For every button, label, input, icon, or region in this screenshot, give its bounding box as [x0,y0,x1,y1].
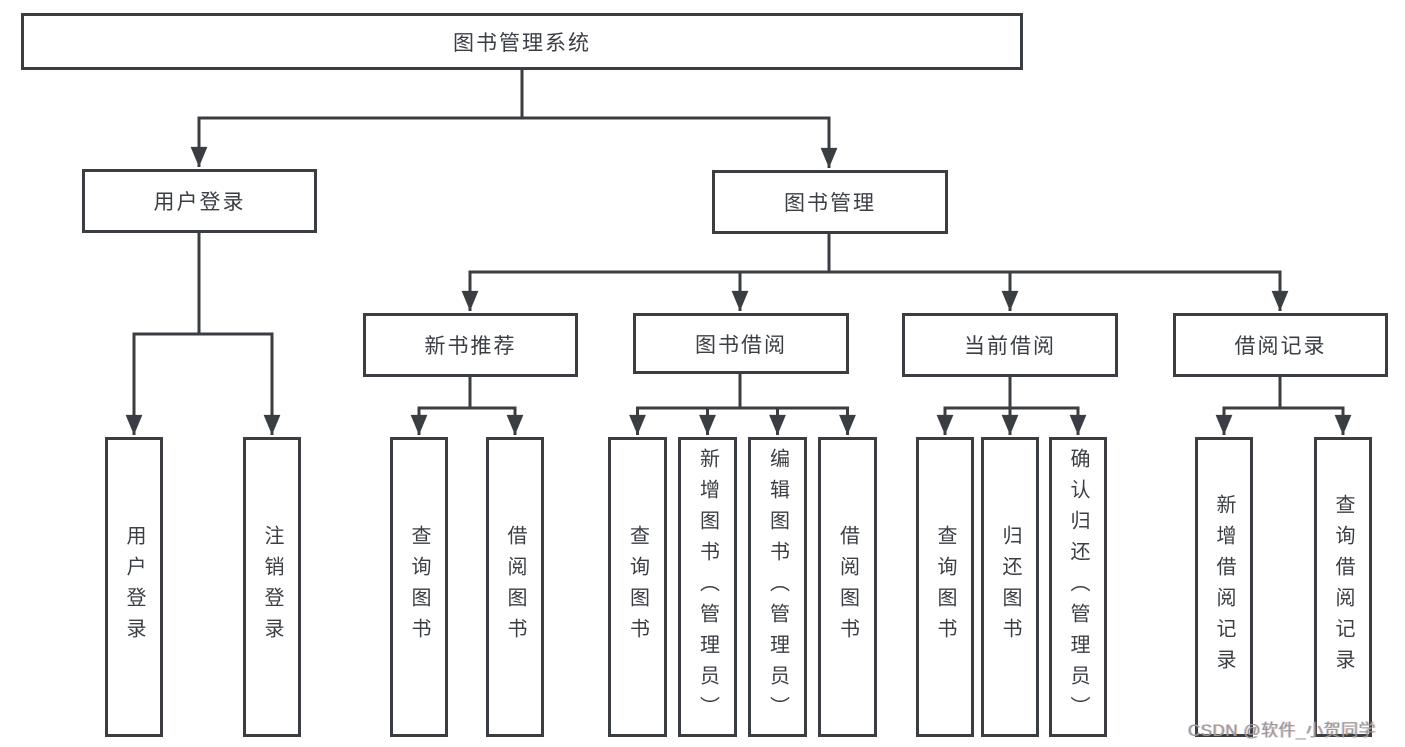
leaf-user-login: 用户登录 [105,437,163,737]
node-library-system-label: 图书管理系统 [453,31,591,55]
leaf-current-query-books-label: 查询图书 [934,525,956,649]
node-book-management-label: 图书管理 [784,192,876,215]
leaf-borrow-edit-books-admin-label: 编辑图书（管理员） [766,447,789,727]
leaf-logout-login: 注销登录 [243,437,301,737]
node-book-borrow: 图书借阅 [633,313,849,374]
leaf-borrow-borrow-books-label: 借阅图书 [836,525,859,649]
leaf-recommend-query-books-label: 查询图书 [408,525,430,649]
leaf-borrow-borrow-books: 借阅图书 [818,437,877,737]
leaf-recommend-query-books: 查询图书 [390,437,448,737]
leaf-record-query-borrow-record-label: 查询借阅记录 [1332,494,1354,680]
node-book-management: 图书管理 [712,170,948,234]
node-new-book-recommend: 新书推荐 [363,313,578,377]
leaf-logout-login-label: 注销登录 [261,525,283,649]
node-library-system: 图书管理系统 [21,13,1023,70]
leaf-borrow-query-books-label: 查询图书 [626,525,649,649]
csdn-watermark: CSDN @软件_小贺同学 [1188,721,1377,740]
node-user-login-label: 用户登录 [153,191,246,214]
leaf-record-query-borrow-record: 查询借阅记录 [1314,437,1372,737]
node-book-borrow-label: 图书借阅 [695,333,787,357]
node-new-book-recommend-label: 新书推荐 [424,335,517,358]
leaf-user-login-label: 用户登录 [123,525,145,649]
node-borrow-record-label: 借阅记录 [1234,335,1327,358]
connector-lines [125,70,1352,436]
leaf-record-add-borrow-record-label: 新增借阅记录 [1213,494,1235,680]
leaf-recommend-borrow-books-label: 借阅图书 [504,525,526,649]
node-borrow-record: 借阅记录 [1173,313,1388,377]
leaf-borrow-add-books-admin: 新增图书（管理员） [678,437,737,737]
leaf-borrow-query-books: 查询图书 [608,437,667,737]
node-current-borrow: 当前借阅 [902,313,1118,377]
node-user-login: 用户登录 [82,169,317,233]
leaf-current-confirm-return-admin: 确认归还（管理员） [1049,437,1107,737]
leaf-borrow-edit-books-admin: 编辑图书（管理员） [748,437,807,737]
leaf-record-add-borrow-record: 新增借阅记录 [1195,437,1253,737]
leaf-recommend-borrow-books: 借阅图书 [486,437,544,737]
leaf-borrow-add-books-admin-label: 新增图书（管理员） [696,447,719,727]
leaf-current-return-books: 归还图书 [981,437,1039,737]
leaf-current-query-books: 查询图书 [916,437,974,737]
leaf-current-return-books-label: 归还图书 [999,525,1021,649]
leaf-current-confirm-return-admin-label: 确认归还（管理员） [1067,447,1089,727]
node-current-borrow-label: 当前借阅 [964,335,1056,358]
